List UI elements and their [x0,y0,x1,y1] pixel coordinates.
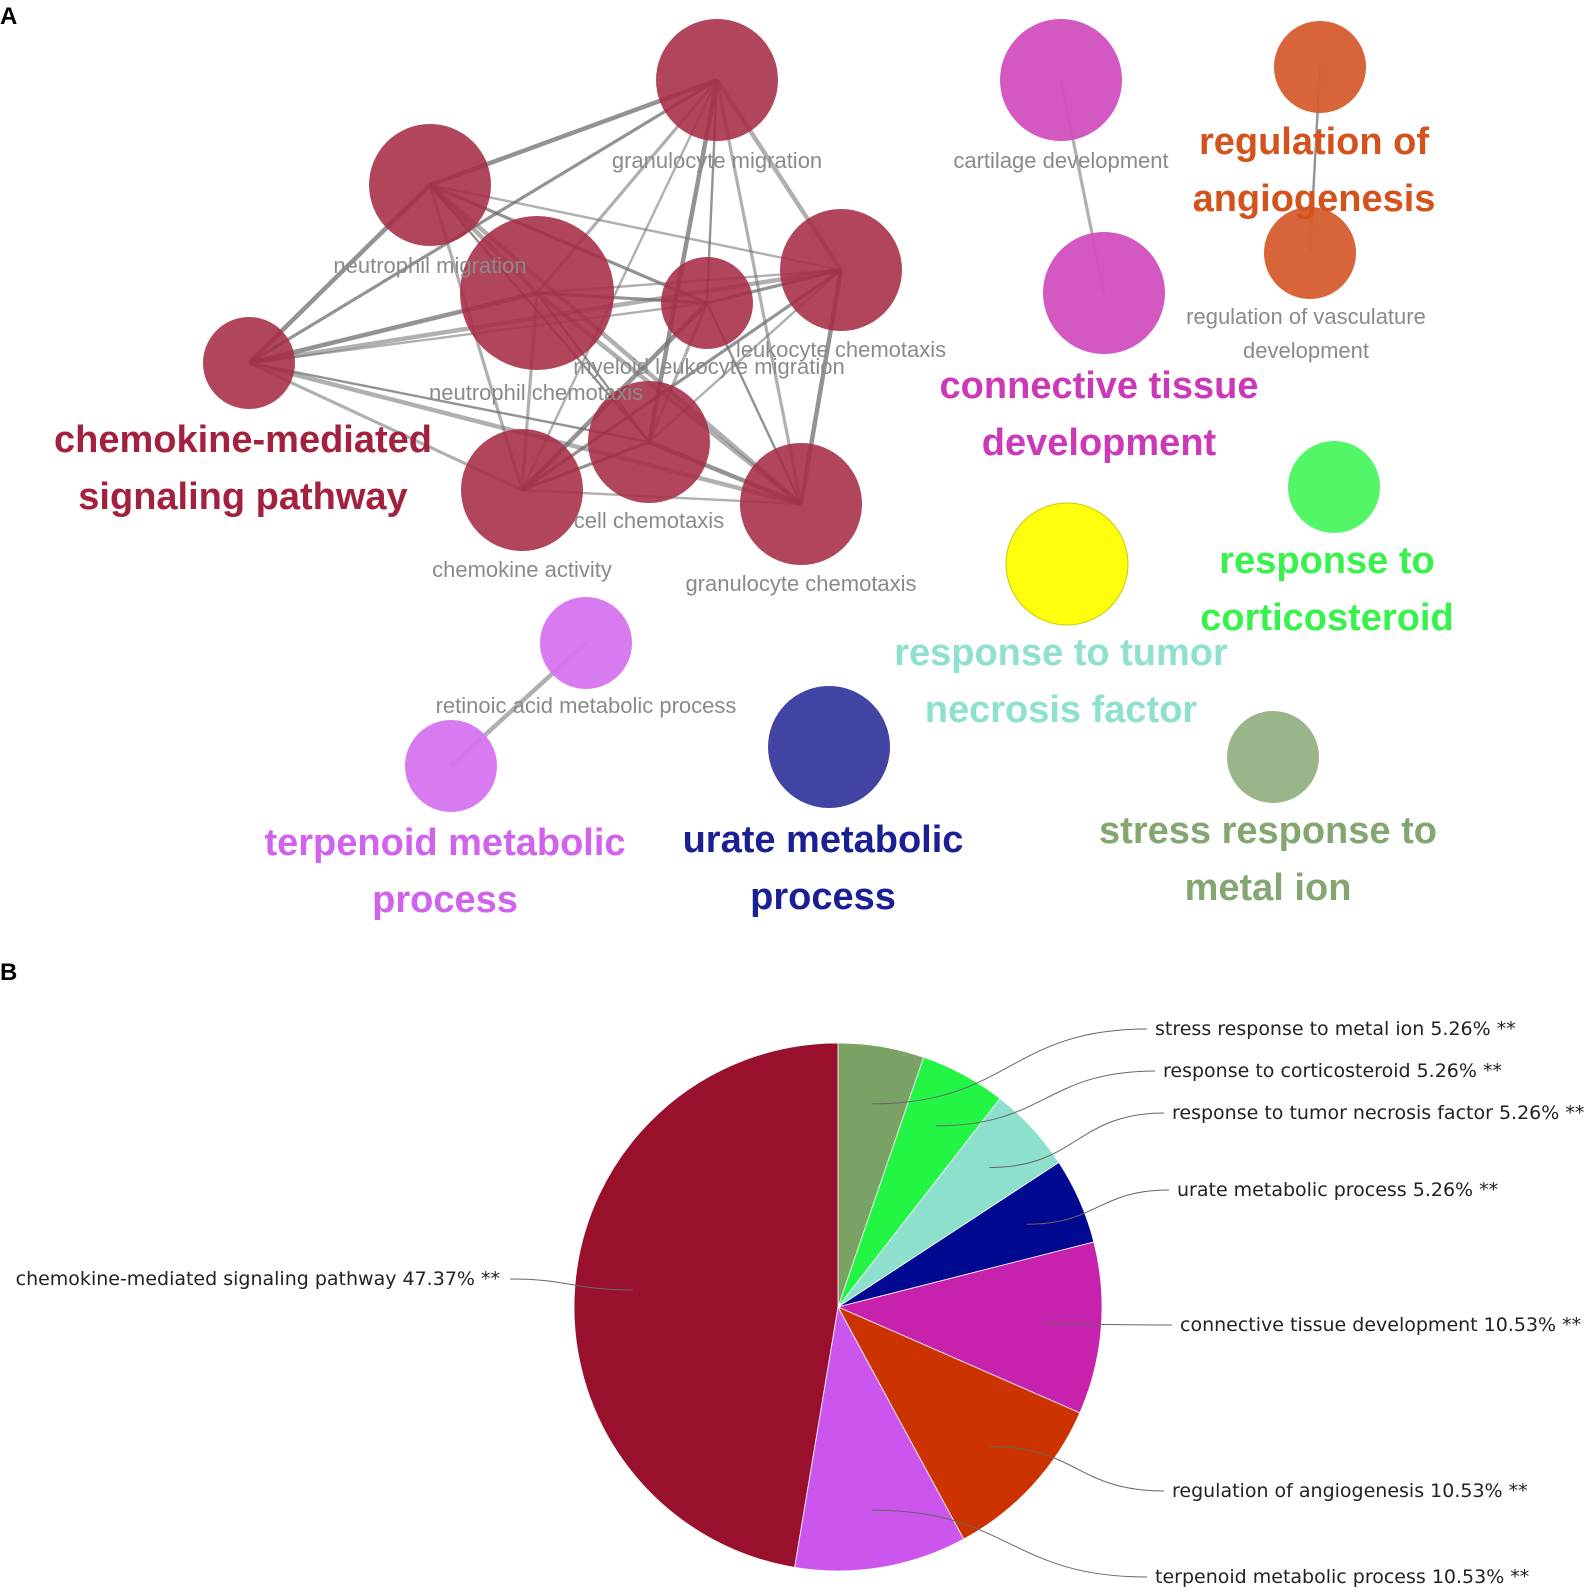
node-urate-node[interactable] [768,686,890,808]
pie-label-urate-metabolic-process: urate metabolic process 5.26% ** [1177,1179,1498,1201]
edge-granulocyte-migration-chemokine-activity [520,79,719,491]
pie-label-regulation-of-angiogenesis: regulation of angiogenesis 10.53% ** [1172,1480,1528,1502]
edge-granulocyte-migration-left-node [248,78,718,365]
node-left-node[interactable] [203,317,295,409]
edge-neutrophil-migration-leukocyte-chemotaxis [429,183,842,272]
term-label-cartilage-development: cartilage development [953,148,1168,173]
pie-slices [573,1042,1103,1572]
pie-leader-connective-tissue-development [1043,1323,1173,1326]
pie-label-stress-response-to-metal-ion: stress response to metal ion 5.26% ** [1155,1018,1516,1040]
node-small-hub[interactable] [661,257,753,349]
node-chemokine-activity[interactable] [461,429,583,551]
pie-label-response-to-tumor-necrosis-factor: response to tumor necrosis factor 5.26% … [1172,1102,1584,1124]
node-neutrophil-migration[interactable] [369,124,491,246]
panel-b-letter: B [0,959,17,986]
term-label-granulocyte-migration: granulocyte migration [612,148,822,173]
pie-labels: stress response to metal ion 5.26% ** res… [16,1018,1585,1588]
term-label-neutrophil-chemotaxis: neutrophil chemotaxis [429,380,643,405]
pie-leader-lines [509,1028,1173,1578]
node-connective-tissue-node[interactable] [1043,232,1165,354]
pie-slice-connective-tissue-development [836,1241,1103,1414]
pie-leader-urate-metabolic-process [1026,1189,1170,1225]
node-tnf-node[interactable] [1005,502,1129,626]
panel-a-letter: A [0,3,17,30]
node-cartilage-development[interactable] [1000,19,1122,141]
term-label-leukocyte-chemotaxis: leukocyte chemotaxis [736,337,946,362]
pie-leader-chemokine-mediated-signaling-pathway [509,1278,633,1291]
node-granulocyte-migration[interactable] [656,19,778,141]
term-label-granulocyte-chemotaxis: granulocyte chemotaxis [685,571,916,596]
term-label-chemokine-activity: chemokine activity [432,557,612,582]
node-regulation-of-vasculature-development[interactable] [1264,207,1356,299]
term-label-neutrophil-migration: neutrophil migration [333,253,526,278]
node-leukocyte-chemotaxis[interactable] [780,209,902,331]
pie-leader-response-to-tumor-necrosis-factor [989,1112,1165,1168]
node-retinoic-acid-metabolic-process[interactable] [540,597,632,689]
pie-leader-response-to-corticosteroid [935,1070,1156,1127]
pie-label-terpenoid-metabolic-process: terpenoid metabolic process 10.53% ** [1155,1566,1529,1588]
edge-leukocyte-chemotaxis-chemokine-activity [521,268,842,492]
node-granulocyte-chemotaxis[interactable] [740,443,862,565]
pie-slice-regulation-of-angiogenesis [837,1306,1081,1540]
node-angiogenesis-node[interactable] [1274,21,1366,113]
network-term-labels: granulocyte migration neutrophil migratio… [333,148,1425,718]
node-terpenoid-node[interactable] [405,720,497,812]
pie-label-chemokine-mediated-signaling-pathway: chemokine-mediated signaling pathway 47.… [16,1268,500,1290]
pie-leader-stress-response-to-metal-ion [871,1028,1148,1105]
node-stress-node[interactable] [1227,711,1319,803]
pie-label-connective-tissue-development: connective tissue development 10.53% ** [1180,1314,1581,1336]
node-cell-chemotaxis[interactable] [588,381,710,503]
edge-left-node-cell-chemotaxis [248,361,650,444]
pie-leader-terpenoid-metabolic-process [871,1509,1148,1578]
network-nodes [203,19,1380,812]
term-label-cell-chemotaxis: cell chemotaxis [574,508,724,533]
edge-granulocyte-migration-granulocyte-chemotaxis [715,79,803,505]
node-big-hub[interactable] [460,216,614,370]
term-label-myeloid-leukocyte-migration: myeloid leukocyte migration [573,354,844,379]
pie-label-response-to-corticosteroid: response to corticosteroid 5.26% ** [1163,1060,1502,1082]
pie-slice-terpenoid-metabolic-process [794,1305,965,1572]
node-corticosteroid-node[interactable] [1288,441,1380,533]
pie-leader-regulation-of-angiogenesis [989,1445,1165,1492]
pie-slice-chemokine-mediated-signaling-pathway [573,1042,839,1568]
term-label-retinoic-acid-metabolic-process: retinoic acid metabolic process [436,693,737,718]
